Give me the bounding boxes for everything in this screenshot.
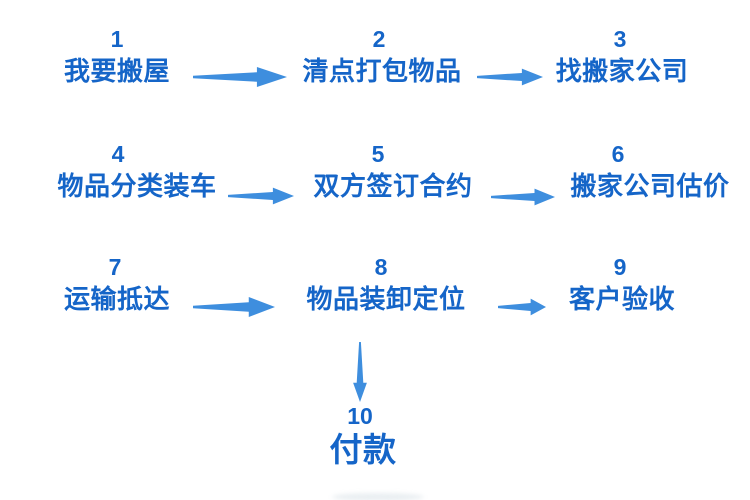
arrow-right-icon xyxy=(193,67,287,87)
step-6-label: 搬家公司估价 xyxy=(570,171,730,201)
step-7: 7 运输抵达 xyxy=(64,255,170,314)
step-3-label: 找搬家公司 xyxy=(555,56,689,86)
step-2-number: 2 xyxy=(372,26,386,52)
arrow-right-icon xyxy=(228,187,294,205)
step-1: 1 我要搬屋 xyxy=(64,27,170,86)
step-9-label: 客户验收 xyxy=(568,284,676,314)
step-9: 9 客户验收 xyxy=(569,255,675,314)
step-10: 10 付款 xyxy=(330,404,397,468)
arrow-right-icon xyxy=(498,298,546,316)
arrow-right-icon xyxy=(491,188,555,206)
step-8-label: 物品装卸定位 xyxy=(306,284,466,314)
bottom-cropped-artifact xyxy=(332,493,424,500)
step-8-number: 8 xyxy=(374,254,388,280)
step-4-number: 4 xyxy=(111,141,125,167)
step-7-number: 7 xyxy=(108,254,122,280)
step-1-label: 我要搬屋 xyxy=(63,56,171,86)
step-2: 2 清点打包物品 xyxy=(302,27,461,86)
step-5-number: 5 xyxy=(371,141,385,167)
step-2-label: 清点打包物品 xyxy=(302,56,462,86)
step-4: 4 物品分类装车 xyxy=(57,142,216,201)
step-5: 5 双方签订合约 xyxy=(313,142,472,201)
step-6-number: 6 xyxy=(611,141,625,167)
step-9-number: 9 xyxy=(613,254,627,280)
step-1-number: 1 xyxy=(110,26,124,52)
step-10-number: 10 xyxy=(347,403,373,429)
step-3-number: 3 xyxy=(613,26,627,52)
arrow-right-icon xyxy=(477,68,543,86)
step-7-label: 运输抵达 xyxy=(63,284,171,314)
step-6: 6 搬家公司估价 xyxy=(570,142,729,201)
step-5-label: 双方签订合约 xyxy=(313,171,473,201)
step-8: 8 物品装卸定位 xyxy=(306,255,465,314)
step-4-label: 物品分类装车 xyxy=(57,171,217,201)
arrow-right-icon xyxy=(193,297,275,317)
step-3: 3 找搬家公司 xyxy=(556,27,689,86)
step-10-label: 付款 xyxy=(329,431,397,468)
arrow-down-icon xyxy=(353,342,367,402)
